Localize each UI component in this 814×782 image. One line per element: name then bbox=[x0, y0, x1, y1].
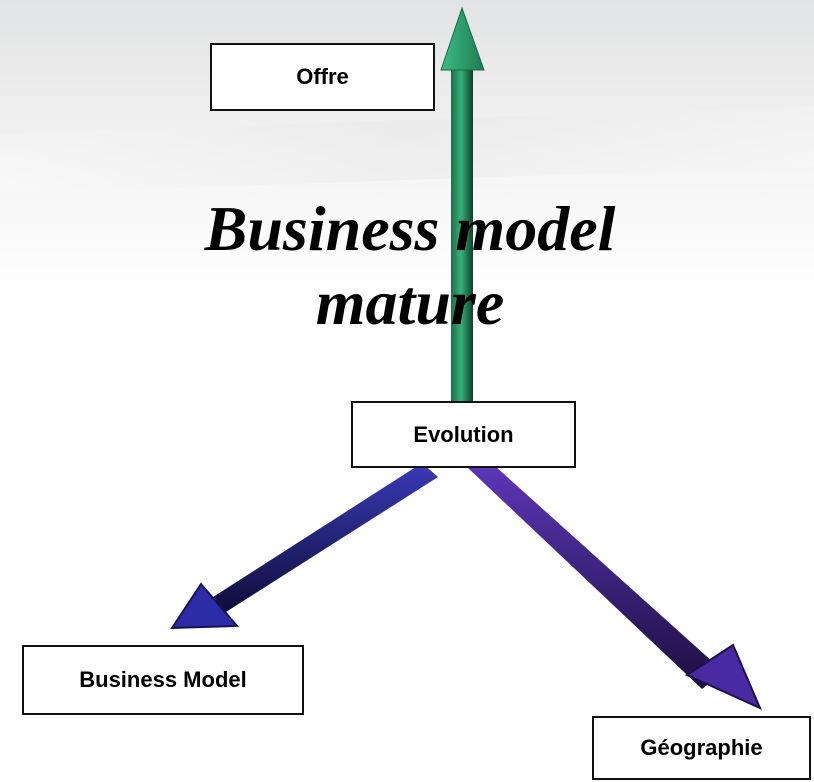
geographie-arrow bbox=[468, 466, 762, 710]
business-model-arrow-head bbox=[170, 582, 240, 630]
diagram-title: Business model mature bbox=[140, 192, 680, 340]
diagram-title-line-1: Business model bbox=[204, 193, 616, 264]
business-model-label: Business Model bbox=[22, 645, 304, 715]
evolution-label: Evolution bbox=[351, 401, 576, 468]
geographie-label: Géographie bbox=[592, 716, 811, 780]
offre-label: Offre bbox=[210, 43, 435, 111]
offre-arrow bbox=[440, 6, 485, 402]
diagram-title-line-2: mature bbox=[315, 267, 505, 338]
offre-arrow-head bbox=[440, 6, 485, 71]
business-model-arrow-shaft bbox=[213, 463, 438, 612]
business-model-arrow bbox=[170, 463, 438, 630]
geographie-arrow-shaft bbox=[468, 466, 724, 689]
geographie-arrow-head bbox=[684, 643, 762, 710]
offre-arrow-shaft bbox=[451, 62, 473, 402]
